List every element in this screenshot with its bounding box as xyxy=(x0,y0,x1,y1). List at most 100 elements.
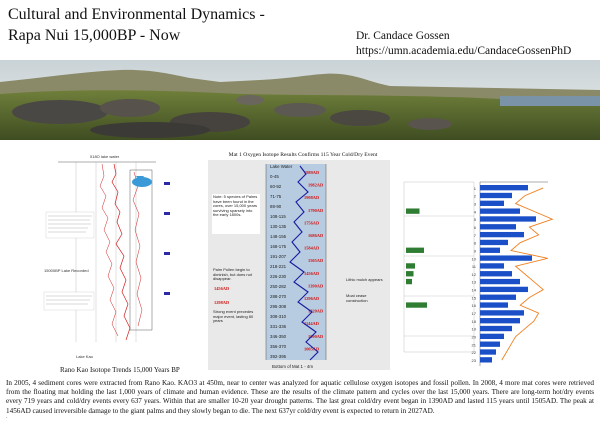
pollen-note: Palm Pollen begin to diminish, but does … xyxy=(213,268,252,282)
row-label: 2 xyxy=(474,194,477,199)
row-label: 15 xyxy=(472,295,477,300)
row-label: 22 xyxy=(472,350,477,355)
landscape-photo xyxy=(0,60,600,140)
range-label: 88-90 xyxy=(270,204,282,209)
blue-bar xyxy=(480,318,520,324)
range-label: 130-135 xyxy=(270,224,287,229)
page-title: Cultural and Environmental Dynamics - Ra… xyxy=(8,4,308,46)
range-label: 308-310 xyxy=(270,314,287,319)
lake-kao-label: Lake Kao xyxy=(76,354,94,359)
event-year-label: 1144AD xyxy=(304,321,319,326)
strong-event-note: Strong event precedes major event, lasti… xyxy=(213,310,254,324)
blue-bar xyxy=(480,231,524,238)
author-name: Dr. Candace Gossen xyxy=(356,30,450,42)
row-label: 20 xyxy=(472,335,477,340)
green-bar xyxy=(406,278,412,285)
range-label: 60-92 xyxy=(270,184,282,189)
row-label: 19 xyxy=(472,327,477,332)
left-year-2: 1298AD xyxy=(214,300,229,305)
row-label: 9 xyxy=(474,248,477,253)
range-label: 71-75 xyxy=(270,194,282,199)
green-bar xyxy=(406,271,414,277)
row-label: 5 xyxy=(474,217,477,222)
blue-bar xyxy=(480,278,520,285)
blue-bar xyxy=(480,208,520,214)
blue-bar xyxy=(480,263,504,269)
blue-bar xyxy=(480,192,512,199)
footer-mark: . xyxy=(6,414,8,420)
row-label: 17 xyxy=(472,311,477,316)
author-block: Dr. Candace Gossen https://umn.academia.… xyxy=(356,29,596,59)
row-label: 11 xyxy=(472,264,477,269)
range-label: 218-221 xyxy=(270,264,287,269)
range-label: 331-336 xyxy=(270,324,287,329)
event-year-label: 1005AD xyxy=(304,346,319,351)
blue-bar xyxy=(480,333,504,340)
event-year-label: 1908AD xyxy=(304,195,319,200)
row-label: 12 xyxy=(472,272,477,277)
lake-water-tag: Lake Water xyxy=(270,164,293,169)
range-label: 392-395 xyxy=(270,354,287,359)
row-label: 16 xyxy=(472,303,477,308)
blue-bar xyxy=(480,200,504,206)
title-line-2: Rapa Nui 15,000BP - Now xyxy=(8,27,181,44)
blue-bar xyxy=(480,185,528,191)
range-label: 148-155 xyxy=(270,234,287,239)
blue-bar xyxy=(480,357,492,363)
event-year-label: 1505AD xyxy=(308,258,323,263)
green-bar xyxy=(406,247,424,253)
range-label: 168-175 xyxy=(270,244,287,249)
row-label: 14 xyxy=(472,288,477,293)
green-bar xyxy=(406,208,420,214)
event-year-label: 1296AD xyxy=(304,296,319,301)
row-label: 6 xyxy=(474,225,477,230)
blue-bar xyxy=(480,224,516,230)
left-year-1: 1456AD xyxy=(214,286,229,291)
event-year-label: 1756AD xyxy=(304,220,319,225)
range-label: 295-308 xyxy=(270,304,287,309)
row-label: 7 xyxy=(474,233,477,238)
middle-chart-title: Mat 1 Oxygen Isotope Results Confirms 11… xyxy=(228,152,378,158)
green-bar xyxy=(406,263,415,269)
row-label: 10 xyxy=(472,256,477,261)
blue-bar xyxy=(480,216,536,222)
lake-level-label: 15000BP Lake Recorded xyxy=(44,268,89,273)
row-label: 8 xyxy=(474,241,477,246)
left-chart-caption: Rano Kao Isotope Trends 15,000 Years BP xyxy=(60,366,180,374)
event-year-label: 1982AD xyxy=(308,183,323,188)
blue-bar xyxy=(480,255,532,261)
row-label: 1 xyxy=(474,186,477,191)
blue-bar xyxy=(480,247,500,253)
event-year-label: 1390AD xyxy=(308,283,323,288)
range-label: 346-350 xyxy=(270,334,287,339)
event-year-label: 1220AD xyxy=(308,309,323,314)
event-year-label: 1456AD xyxy=(304,271,319,276)
title-line-1: Cultural and Environmental Dynamics - xyxy=(8,6,265,23)
bottom-label: Bottom of Mat 1 - 4m xyxy=(272,364,313,369)
event-year-label: 1584AD xyxy=(304,246,319,251)
blue-bar xyxy=(480,294,516,300)
row-label: 4 xyxy=(474,209,477,214)
event-year-label: 1989AD xyxy=(304,170,319,175)
lake-water-label: δ18O lake water xyxy=(90,154,120,159)
green-bar xyxy=(406,302,427,308)
row-label: 13 xyxy=(472,280,477,285)
range-label: 108-115 xyxy=(270,214,286,219)
range-label: 356-370 xyxy=(270,344,287,349)
blue-bar xyxy=(480,325,512,332)
blue-bar xyxy=(480,239,508,246)
author-url[interactable]: https://umn.academia.edu/CandaceGossenPh… xyxy=(356,45,572,57)
row-label: 21 xyxy=(472,342,477,347)
blue-bar xyxy=(480,271,512,277)
blue-bar xyxy=(480,286,528,293)
range-label: 0-45 xyxy=(270,174,279,179)
range-label: 250-282 xyxy=(270,284,287,289)
row-label: 23 xyxy=(472,358,477,363)
blue-bar xyxy=(480,341,500,347)
moai-note: Moai cease construction xyxy=(346,294,368,303)
summary-paragraph: In 2005, 4 sediment cores were extracted… xyxy=(6,379,594,415)
event-year-label: 1790AD xyxy=(308,208,323,213)
range-label: 288-270 xyxy=(270,294,287,299)
blue-bar xyxy=(480,302,508,308)
range-label: 226-230 xyxy=(270,274,287,279)
